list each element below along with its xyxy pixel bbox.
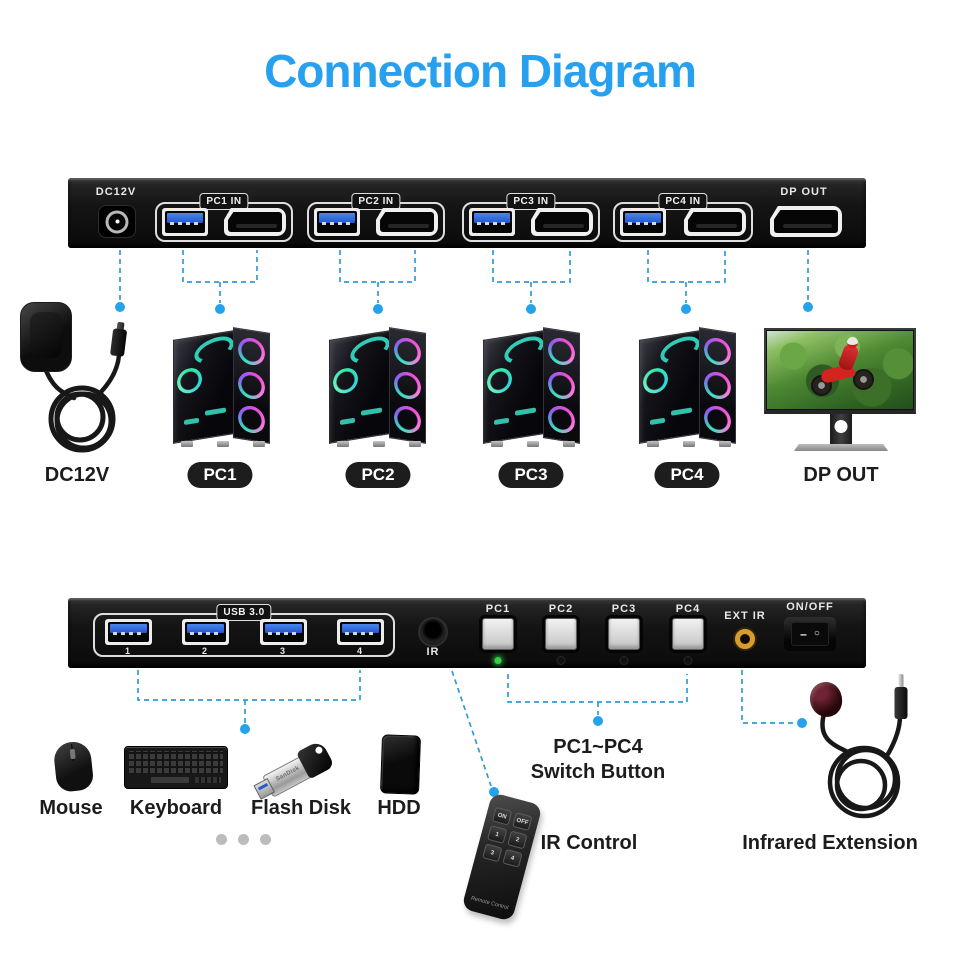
kvm-front-panel: USB 3.0 1 2 3 4 IR PC1 PC2 PC3 PC4	[68, 598, 866, 668]
power-adapter-label: DC12V	[44, 464, 110, 486]
pc3-in-label: PC3 IN	[506, 193, 556, 210]
pc2-in-group: PC2 IN	[307, 193, 445, 242]
pc1-in-group: PC1 IN	[155, 193, 293, 242]
pc2-in-label: PC2 IN	[351, 193, 401, 210]
monitor-stand	[830, 414, 852, 445]
usb-port-1	[105, 619, 152, 645]
pc1-tower	[173, 325, 270, 447]
pc4-button-label: PC4	[675, 603, 701, 615]
monitor	[764, 328, 918, 452]
infrared-extension-label: Infrared Extension	[742, 832, 918, 854]
switch-button-label-line2: Switch Button	[530, 761, 666, 783]
pc4-switch-button	[672, 618, 704, 650]
monitor-label: DP OUT	[803, 464, 879, 486]
usb-port-4	[337, 619, 384, 645]
flash-disk-label: Flash Disk	[250, 797, 352, 819]
pc1-led	[494, 657, 502, 664]
flash-cap	[295, 739, 335, 780]
usb-port	[469, 208, 515, 236]
usb-1-number: 1	[124, 646, 132, 656]
pc4-badge: PC4	[654, 462, 720, 488]
remote-btn-on: ON	[491, 806, 513, 826]
more-devices-ellipsis	[216, 834, 271, 845]
pc1-button-label: PC1	[485, 603, 511, 615]
ir-control-label: IR Control	[540, 832, 638, 854]
pc1-switch-button	[482, 618, 514, 650]
pc3-button-label: PC3	[611, 603, 637, 615]
mouse-label: Mouse	[39, 797, 103, 819]
remote-btn-1: 1	[487, 825, 508, 844]
ir-receiver-jack	[418, 617, 448, 647]
hdd	[379, 734, 422, 795]
dp-out-port	[770, 206, 842, 237]
pc2-badge: PC2	[345, 462, 411, 488]
usb-port	[162, 208, 208, 236]
power-cable	[42, 352, 122, 453]
switch-button-label-line1: PC1~PC4	[553, 736, 643, 758]
usb-port-3	[260, 619, 307, 645]
ir-label: IR	[426, 646, 440, 658]
pc4-led	[684, 657, 692, 664]
dc-port-label: DC12V	[95, 186, 137, 198]
flash-brand-text: SanDisk	[275, 765, 301, 783]
rocker-off-symbol: ○	[813, 628, 820, 639]
pc2-led	[557, 657, 565, 664]
usb-port-2	[182, 619, 229, 645]
power-adapter	[20, 302, 72, 372]
ext-ir-label: EXT IR	[724, 610, 766, 622]
displayport-port	[376, 208, 438, 236]
pc2-switch-button	[545, 618, 577, 650]
pc3-led	[620, 657, 628, 664]
usb-port	[620, 208, 666, 236]
keyboard-label: Keyboard	[129, 797, 223, 819]
pc3-switch-button	[608, 618, 640, 650]
monitor-base	[794, 444, 888, 451]
flash-disk: SanDisk	[253, 738, 342, 800]
usb-port	[314, 208, 360, 236]
audio-plug	[893, 674, 909, 722]
page-title: Connection Diagram	[264, 45, 697, 97]
usb-group-label: USB 3.0	[216, 604, 272, 621]
displayport-port	[531, 208, 593, 236]
pc4-in-group: PC4 IN	[613, 193, 753, 242]
pc4-tower	[639, 325, 736, 447]
displayport-port	[224, 208, 286, 236]
pc4-in-label: PC4 IN	[658, 193, 708, 210]
pc1-badge: PC1	[187, 462, 253, 488]
on-off-label: ON/OFF	[786, 601, 834, 613]
usb-hub-group: USB 3.0 1 2 3 4	[93, 604, 395, 657]
ext-ir-jack	[735, 629, 755, 649]
rocker-on-symbol: –	[800, 627, 807, 641]
pc2-tower	[329, 325, 426, 447]
motocross-picture	[767, 331, 913, 409]
monitor-screen	[764, 328, 916, 414]
kvm-rear-panel: DC12V PC1 IN PC2 IN PC3 IN	[68, 178, 866, 248]
infrared-cable	[820, 711, 903, 819]
pc2-button-label: PC2	[548, 603, 574, 615]
pc3-tower	[483, 325, 580, 447]
dc-power-jack	[98, 205, 136, 238]
connector-dots	[115, 302, 813, 797]
usb-4-number: 4	[356, 646, 364, 656]
pc3-in-group: PC3 IN	[462, 193, 600, 242]
displayport-port	[684, 208, 746, 236]
usb-2-number: 2	[201, 646, 209, 656]
pc3-badge: PC3	[498, 462, 564, 488]
dp-out-port-label: DP OUT	[780, 186, 828, 198]
pc1-in-label: PC1 IN	[199, 193, 249, 210]
power-rocker-switch: – ○	[784, 617, 836, 651]
keyboard	[124, 746, 228, 789]
usb-3-number: 3	[279, 646, 287, 656]
hdd-label: HDD	[377, 797, 421, 819]
